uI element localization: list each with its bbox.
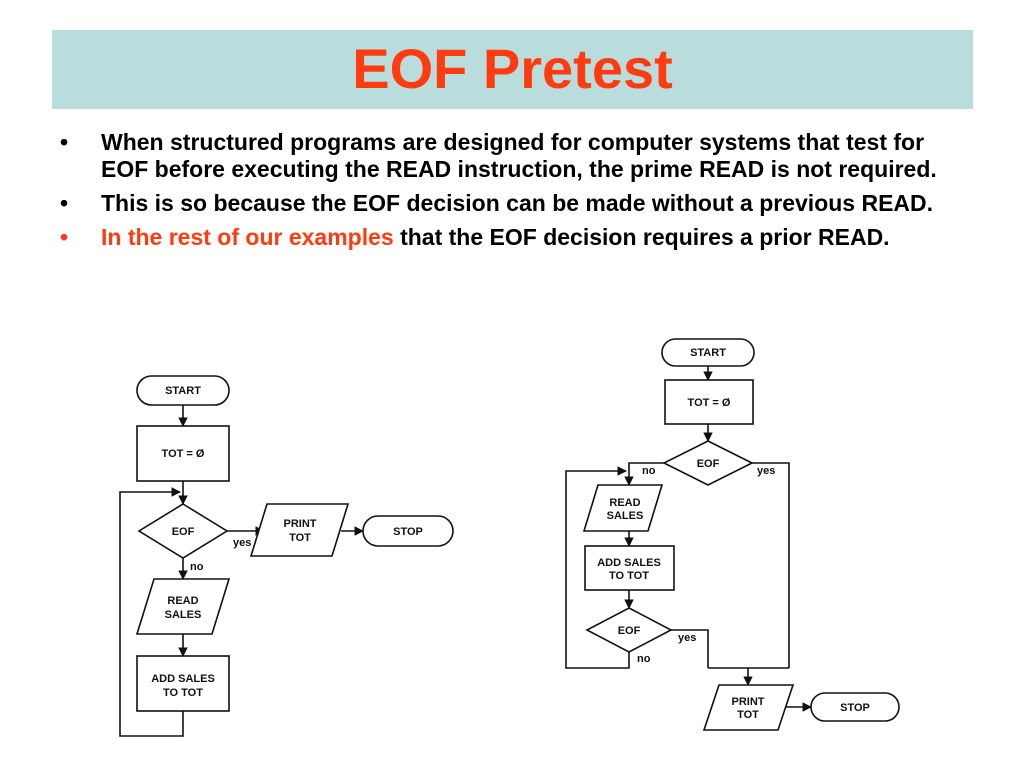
bullet-text: This is so because the EOF decision can … (101, 190, 934, 216)
read-io (582, 484, 664, 532)
yes2-label: yes (678, 632, 696, 644)
add-process (584, 545, 675, 591)
connector-no1 (624, 462, 664, 486)
flowchart-right: START TOT = Ø EOF no yes READ SALES ADD … (565, 338, 900, 731)
eof-decision-1 (662, 440, 754, 486)
stop-terminal (810, 692, 900, 722)
bullet-marker: • (60, 224, 69, 250)
decision1-label: EOF (697, 458, 720, 470)
start-label: START (165, 385, 201, 397)
read-label-line1: READ (609, 497, 640, 509)
no1-label: no (642, 465, 656, 477)
add-label-line2: TO TOT (163, 687, 203, 699)
read-label-line1: READ (167, 595, 198, 607)
print-label-line1: PRINT (284, 518, 317, 530)
bullet-text: that the EOF decision requires a prior R… (393, 224, 890, 250)
bullet-item-2: • This is so because the EOF decision ca… (60, 190, 975, 217)
bullet-list: • When structured programs are designed … (60, 129, 975, 258)
print-label-line2: TOT (289, 532, 311, 544)
init-label: TOT = Ø (162, 448, 205, 460)
print-io (249, 503, 350, 557)
no-label: no (190, 561, 204, 573)
add-label-line2: TO TOT (609, 570, 649, 582)
print-io (702, 684, 795, 731)
print-label-line2: TOT (737, 709, 759, 721)
yes-label: yes (233, 537, 251, 549)
bullet-item-3: • In the rest of our examples that the E… (60, 224, 975, 251)
read-label-line2: SALES (607, 510, 644, 522)
read-label-line2: SALES (165, 609, 202, 621)
add-label-line1: ADD SALES (151, 673, 215, 685)
no2-label: no (637, 653, 651, 665)
title-bar: EOF Pretest (52, 30, 973, 109)
bullet-marker: • (60, 129, 69, 155)
init-process (664, 379, 754, 425)
add-process (136, 655, 230, 712)
read-io (135, 578, 231, 635)
stop-label: STOP (840, 702, 870, 714)
bullet-marker: • (60, 190, 69, 216)
loop-back-connector (119, 487, 184, 737)
init-label: TOT = Ø (688, 397, 731, 409)
stop-terminal (362, 515, 454, 547)
bullet-text: When structured programs are designed fo… (101, 129, 937, 182)
start-label: START (690, 347, 726, 359)
connector-yes2 (671, 629, 709, 668)
print-label-line1: PRINT (732, 696, 765, 708)
bullet-text-highlight: In the rest of our examples (101, 224, 394, 250)
yes1-label: yes (757, 465, 775, 477)
connector-yes1 (752, 462, 790, 668)
flowchart-left: START TOT = Ø EOF yes PRINT TOT STOP no … (119, 375, 454, 737)
bullet-item-1: • When structured programs are designed … (60, 129, 975, 183)
loop-back-connector (565, 466, 630, 669)
decision-label: EOF (172, 526, 195, 538)
decision2-label: EOF (618, 625, 641, 637)
slide-title: EOF Pretest (352, 37, 673, 100)
add-label-line1: ADD SALES (597, 557, 661, 569)
stop-label: STOP (393, 526, 423, 538)
